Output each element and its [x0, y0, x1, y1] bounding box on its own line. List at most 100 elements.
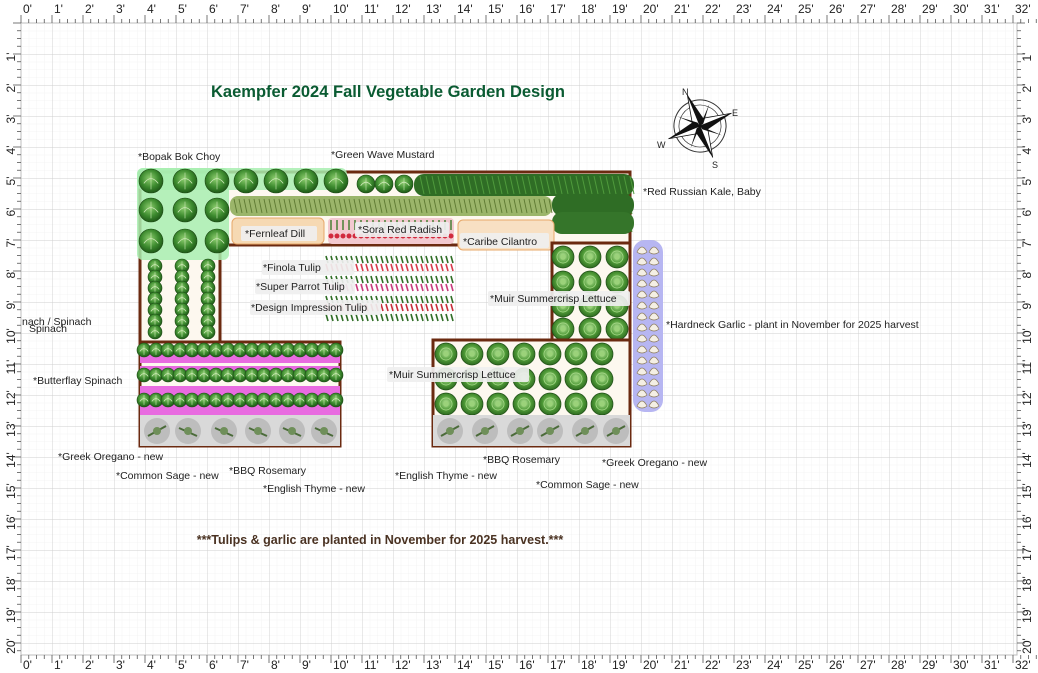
ruler-row-label: 18': [4, 576, 18, 592]
mustard-plant: [394, 174, 414, 194]
spinach-plant: [200, 269, 216, 285]
ruler-row-label: 8': [1020, 270, 1034, 279]
lettuce-plant: [578, 245, 602, 269]
label-dill: *Fernleaf Dill: [245, 228, 305, 240]
tulip-plant: [415, 283, 419, 292]
ruler-col-label: 22': [705, 2, 721, 16]
ruler-left: 1'2'3'4'5'6'7'8'9'10'11'12'13'14'15'16'1…: [4, 22, 21, 654]
spinach-plant: [147, 258, 163, 274]
ruler-col-label: 16': [519, 2, 535, 16]
label-garlic: *Hardneck Garlic - plant in November for…: [666, 319, 919, 331]
tulip-design-label-bg: [250, 300, 381, 315]
ruler-col-label: 1': [54, 2, 63, 16]
dill-leaf: [468, 198, 473, 214]
ruler-col-label: 20': [643, 658, 659, 672]
kale-leaf: [425, 175, 431, 195]
butterflay-spinach-plant: [148, 367, 164, 383]
ruler-col-label: 18': [581, 658, 597, 672]
dill-leaf: [358, 198, 363, 214]
lettuce-plant: [605, 317, 629, 341]
butterflay-spinach-plant: [268, 342, 284, 358]
tulip-plant: [435, 313, 439, 322]
dill-leaf: [328, 198, 333, 214]
dill-leaf: [438, 198, 443, 214]
bokchoy-plant: [263, 168, 289, 194]
tulip-plant: [440, 263, 444, 272]
spinach-plant: [174, 291, 190, 307]
garlic-bulb: [636, 400, 648, 409]
ruler-col-label: 30': [953, 2, 969, 16]
ruler-col-label: 21': [674, 658, 690, 672]
label-butterflay: *Butterflay Spinach: [33, 375, 122, 387]
kale-leaf: [497, 175, 503, 195]
tulip-plant: [360, 313, 364, 322]
tulip-plant: [415, 275, 419, 284]
radish-root: [334, 233, 340, 239]
dill-leaf: [303, 198, 308, 214]
tulip-plant: [385, 295, 389, 304]
tulip-plant: [415, 295, 419, 304]
dill-leaf: [418, 198, 423, 214]
ruler-col-label: 2': [85, 658, 94, 672]
dill-texture: [233, 198, 553, 214]
garlic-bulb: [636, 334, 648, 343]
tulip-plant: [370, 275, 374, 284]
tulip-plant: [365, 283, 369, 292]
kale-leaf: [605, 175, 611, 195]
ruler-row-label: 5': [1020, 177, 1034, 186]
ruler-row-label: 10': [1020, 328, 1034, 344]
lettuce-bottom-label-bg: [387, 367, 529, 382]
tulip-plant: [445, 255, 449, 264]
garlic-bulb: [648, 323, 660, 332]
tulip-plant: [445, 313, 449, 322]
dill-leaf: [423, 198, 428, 214]
garlic-bulb: [648, 356, 660, 365]
dill-leaf: [308, 198, 313, 214]
tulip-plant: [350, 313, 354, 322]
garlic-bulb: [636, 323, 648, 332]
garlic-bulb: [648, 378, 660, 387]
ruler-col-label: 19': [612, 2, 628, 16]
tulip-plant: [380, 275, 384, 284]
dill-leaf: [488, 198, 493, 214]
ruler-row-label: 13': [4, 421, 18, 437]
spinach-plant: [200, 258, 216, 274]
ruler-row-label: 20': [4, 638, 18, 654]
tulip-plant: [390, 295, 394, 304]
spinach-plant: [200, 324, 216, 340]
tulip-plant: [380, 255, 384, 264]
lettuce-plant: [551, 317, 575, 341]
tulip-plant: [380, 303, 384, 312]
ruler-row-label: 15': [1020, 483, 1034, 499]
butterflay-spinach-plant: [328, 367, 344, 383]
tulip-plant: [430, 255, 434, 264]
garlic-bulb: [648, 268, 660, 277]
ruler-row-label: 6': [1020, 208, 1034, 217]
bokchoy-plant: [172, 197, 198, 223]
ruler-col-label: 29': [922, 658, 938, 672]
butterflay-spinach-plant: [232, 392, 248, 408]
dill-leaf: [233, 198, 238, 214]
spinach-plant: [174, 302, 190, 318]
tulip-plant: [380, 295, 384, 304]
spinach-columns: [147, 258, 216, 340]
tulip-plant: [445, 283, 449, 292]
dill-leaf: [498, 198, 503, 214]
ruler-col-label: 32': [1015, 2, 1031, 16]
ruler-col-label: 4': [147, 2, 156, 16]
lettuce-plant: [486, 342, 510, 366]
tulip-plant: [420, 263, 424, 272]
lettuce-plant: [590, 342, 614, 366]
ruler-top: 0'1'2'3'4'5'6'7'8'9'10'11'12'13'14'15'16…: [20, 2, 1037, 23]
dill-leaf: [433, 198, 438, 214]
ruler-col-label: 25': [798, 658, 814, 672]
herb-plant: [537, 418, 563, 444]
butterflay-spinach-plant: [196, 392, 212, 408]
compass-w: W: [657, 140, 666, 150]
ruler-col-label: 6': [209, 658, 218, 672]
spinach-plant: [147, 324, 163, 340]
label-oregano-right: *Greek Oregano - new: [602, 457, 707, 469]
tulip-plant: [415, 303, 419, 312]
kale-row-3: [552, 212, 634, 234]
ruler-col-label: 26': [829, 2, 845, 16]
